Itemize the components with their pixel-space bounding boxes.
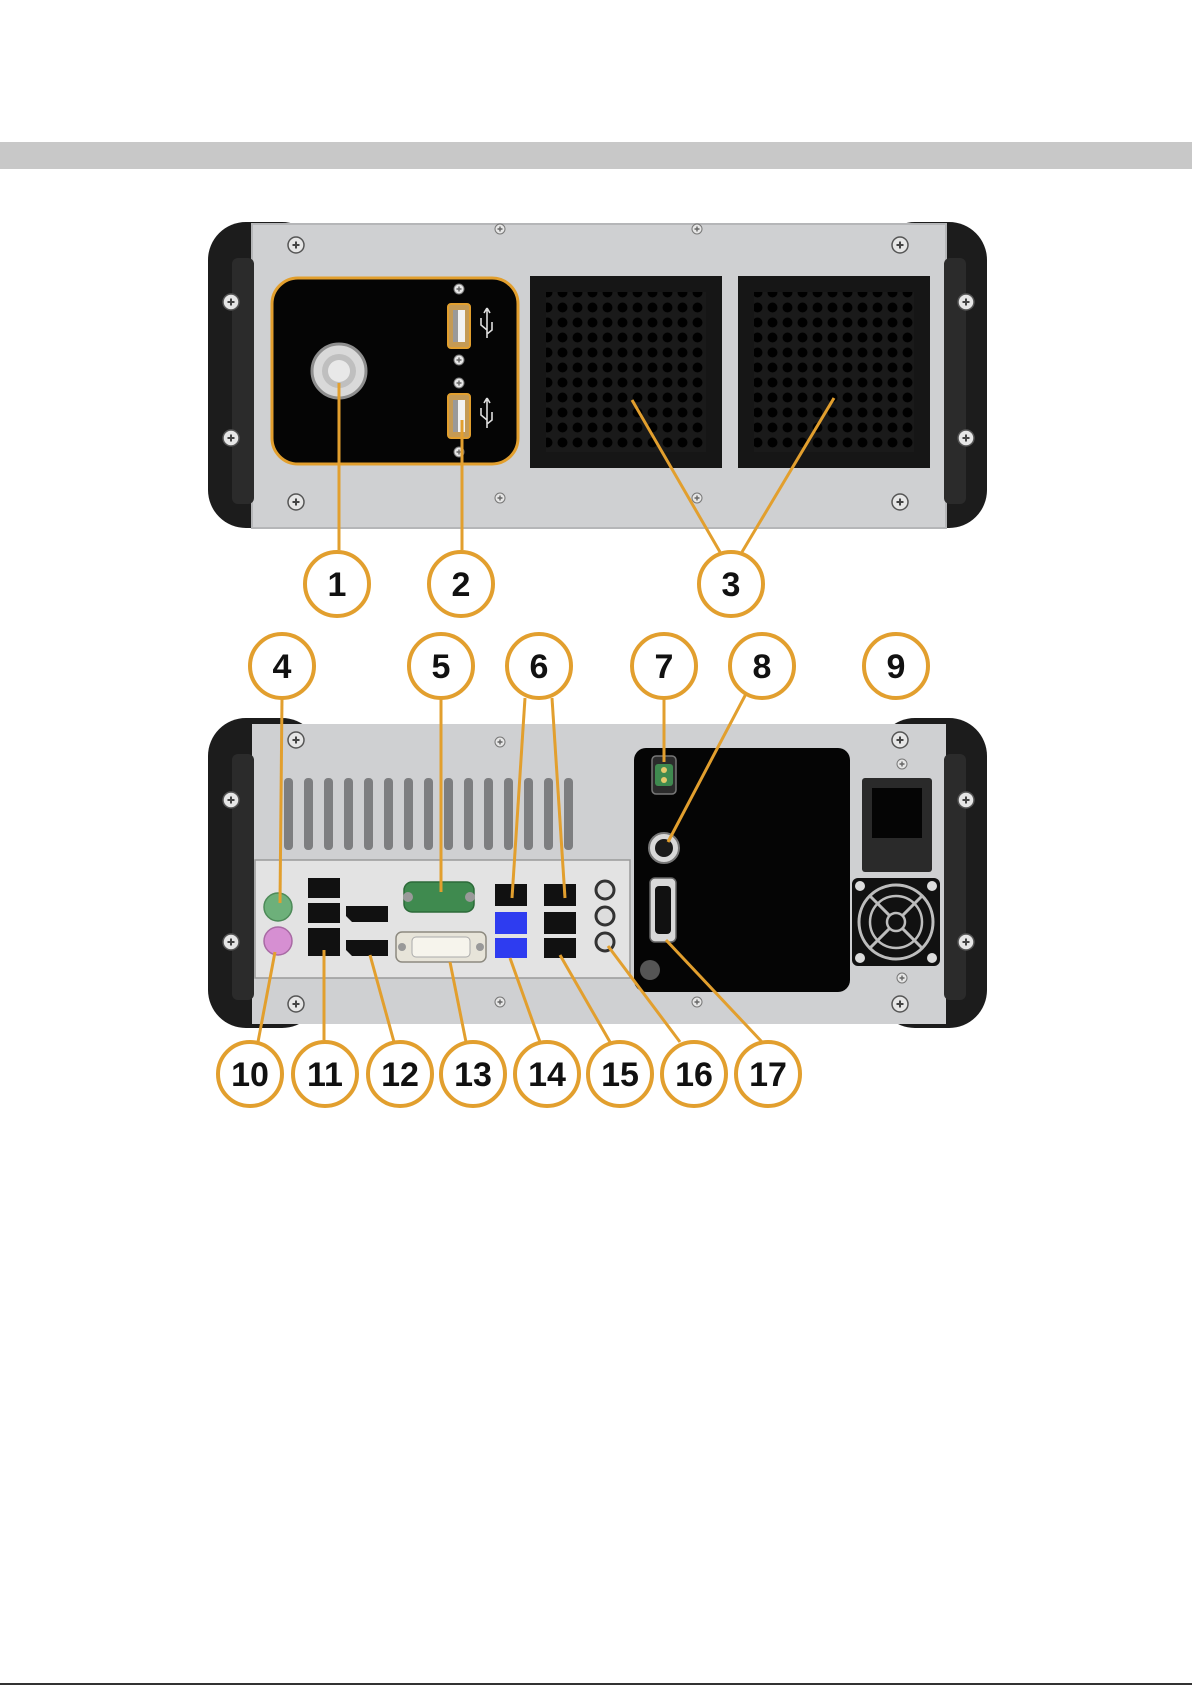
- callout-label-15: 15: [601, 1056, 639, 1094]
- front-fan-grille-right: [738, 276, 930, 468]
- callout-label-6: 6: [530, 648, 549, 686]
- callout-label-17: 17: [749, 1056, 787, 1094]
- callout-11: 11: [293, 1042, 357, 1106]
- callout-16: 16: [662, 1042, 726, 1106]
- callout-12: 12: [368, 1042, 432, 1106]
- front-control-panel: [272, 278, 518, 464]
- callout-label-11: 11: [307, 1056, 343, 1094]
- callout-label-1: 1: [328, 566, 347, 604]
- callout-13: 13: [441, 1042, 505, 1106]
- front-usb-port-bottom: [448, 394, 470, 438]
- heat-sink-vents: [284, 778, 573, 850]
- callout-5: 5: [409, 634, 473, 698]
- ps2-keyboard-port: [264, 893, 292, 921]
- callout-label-2: 2: [452, 566, 471, 604]
- callout-3: 3: [699, 552, 763, 616]
- callout-label-16: 16: [675, 1056, 713, 1094]
- callout-2: 2: [429, 552, 493, 616]
- fan-icon: [852, 878, 940, 966]
- callout-label-5: 5: [432, 648, 451, 686]
- rear-usb-ports: [308, 878, 340, 956]
- callout-label-13: 13: [454, 1056, 492, 1094]
- callout-14: 14: [515, 1042, 579, 1106]
- callout-label-9: 9: [887, 648, 906, 686]
- callout-label-14: 14: [528, 1056, 566, 1094]
- psu-switch: [872, 788, 922, 838]
- callout-8: 8: [730, 634, 794, 698]
- callout-9: 9: [864, 634, 928, 698]
- callout-4: 4: [250, 634, 314, 698]
- callout-label-3: 3: [722, 566, 741, 604]
- callout-1: 1: [305, 552, 369, 616]
- callout-label-12: 12: [381, 1056, 419, 1094]
- callout-label-7: 7: [655, 648, 674, 686]
- callout-7: 7: [632, 634, 696, 698]
- callout-10: 10: [218, 1042, 282, 1106]
- front-usb-port-top: [448, 304, 470, 348]
- callout-label-10: 10: [231, 1056, 269, 1094]
- lan-usb-stack-right: [544, 884, 576, 958]
- serial-port: [403, 882, 475, 912]
- front-fan-grille-left: [530, 276, 722, 468]
- front-view: [208, 222, 987, 528]
- callout-label-4: 4: [273, 648, 292, 686]
- round-connector: [649, 833, 679, 863]
- audio-jacks: [596, 881, 614, 951]
- vga-port: [650, 878, 676, 942]
- callout-17: 17: [736, 1042, 800, 1106]
- ps2-mouse-port: [264, 927, 292, 955]
- callout-15: 15: [588, 1042, 652, 1106]
- callout-label-8: 8: [753, 648, 772, 686]
- callout-6: 6: [507, 634, 571, 698]
- dvi-port: [396, 932, 486, 962]
